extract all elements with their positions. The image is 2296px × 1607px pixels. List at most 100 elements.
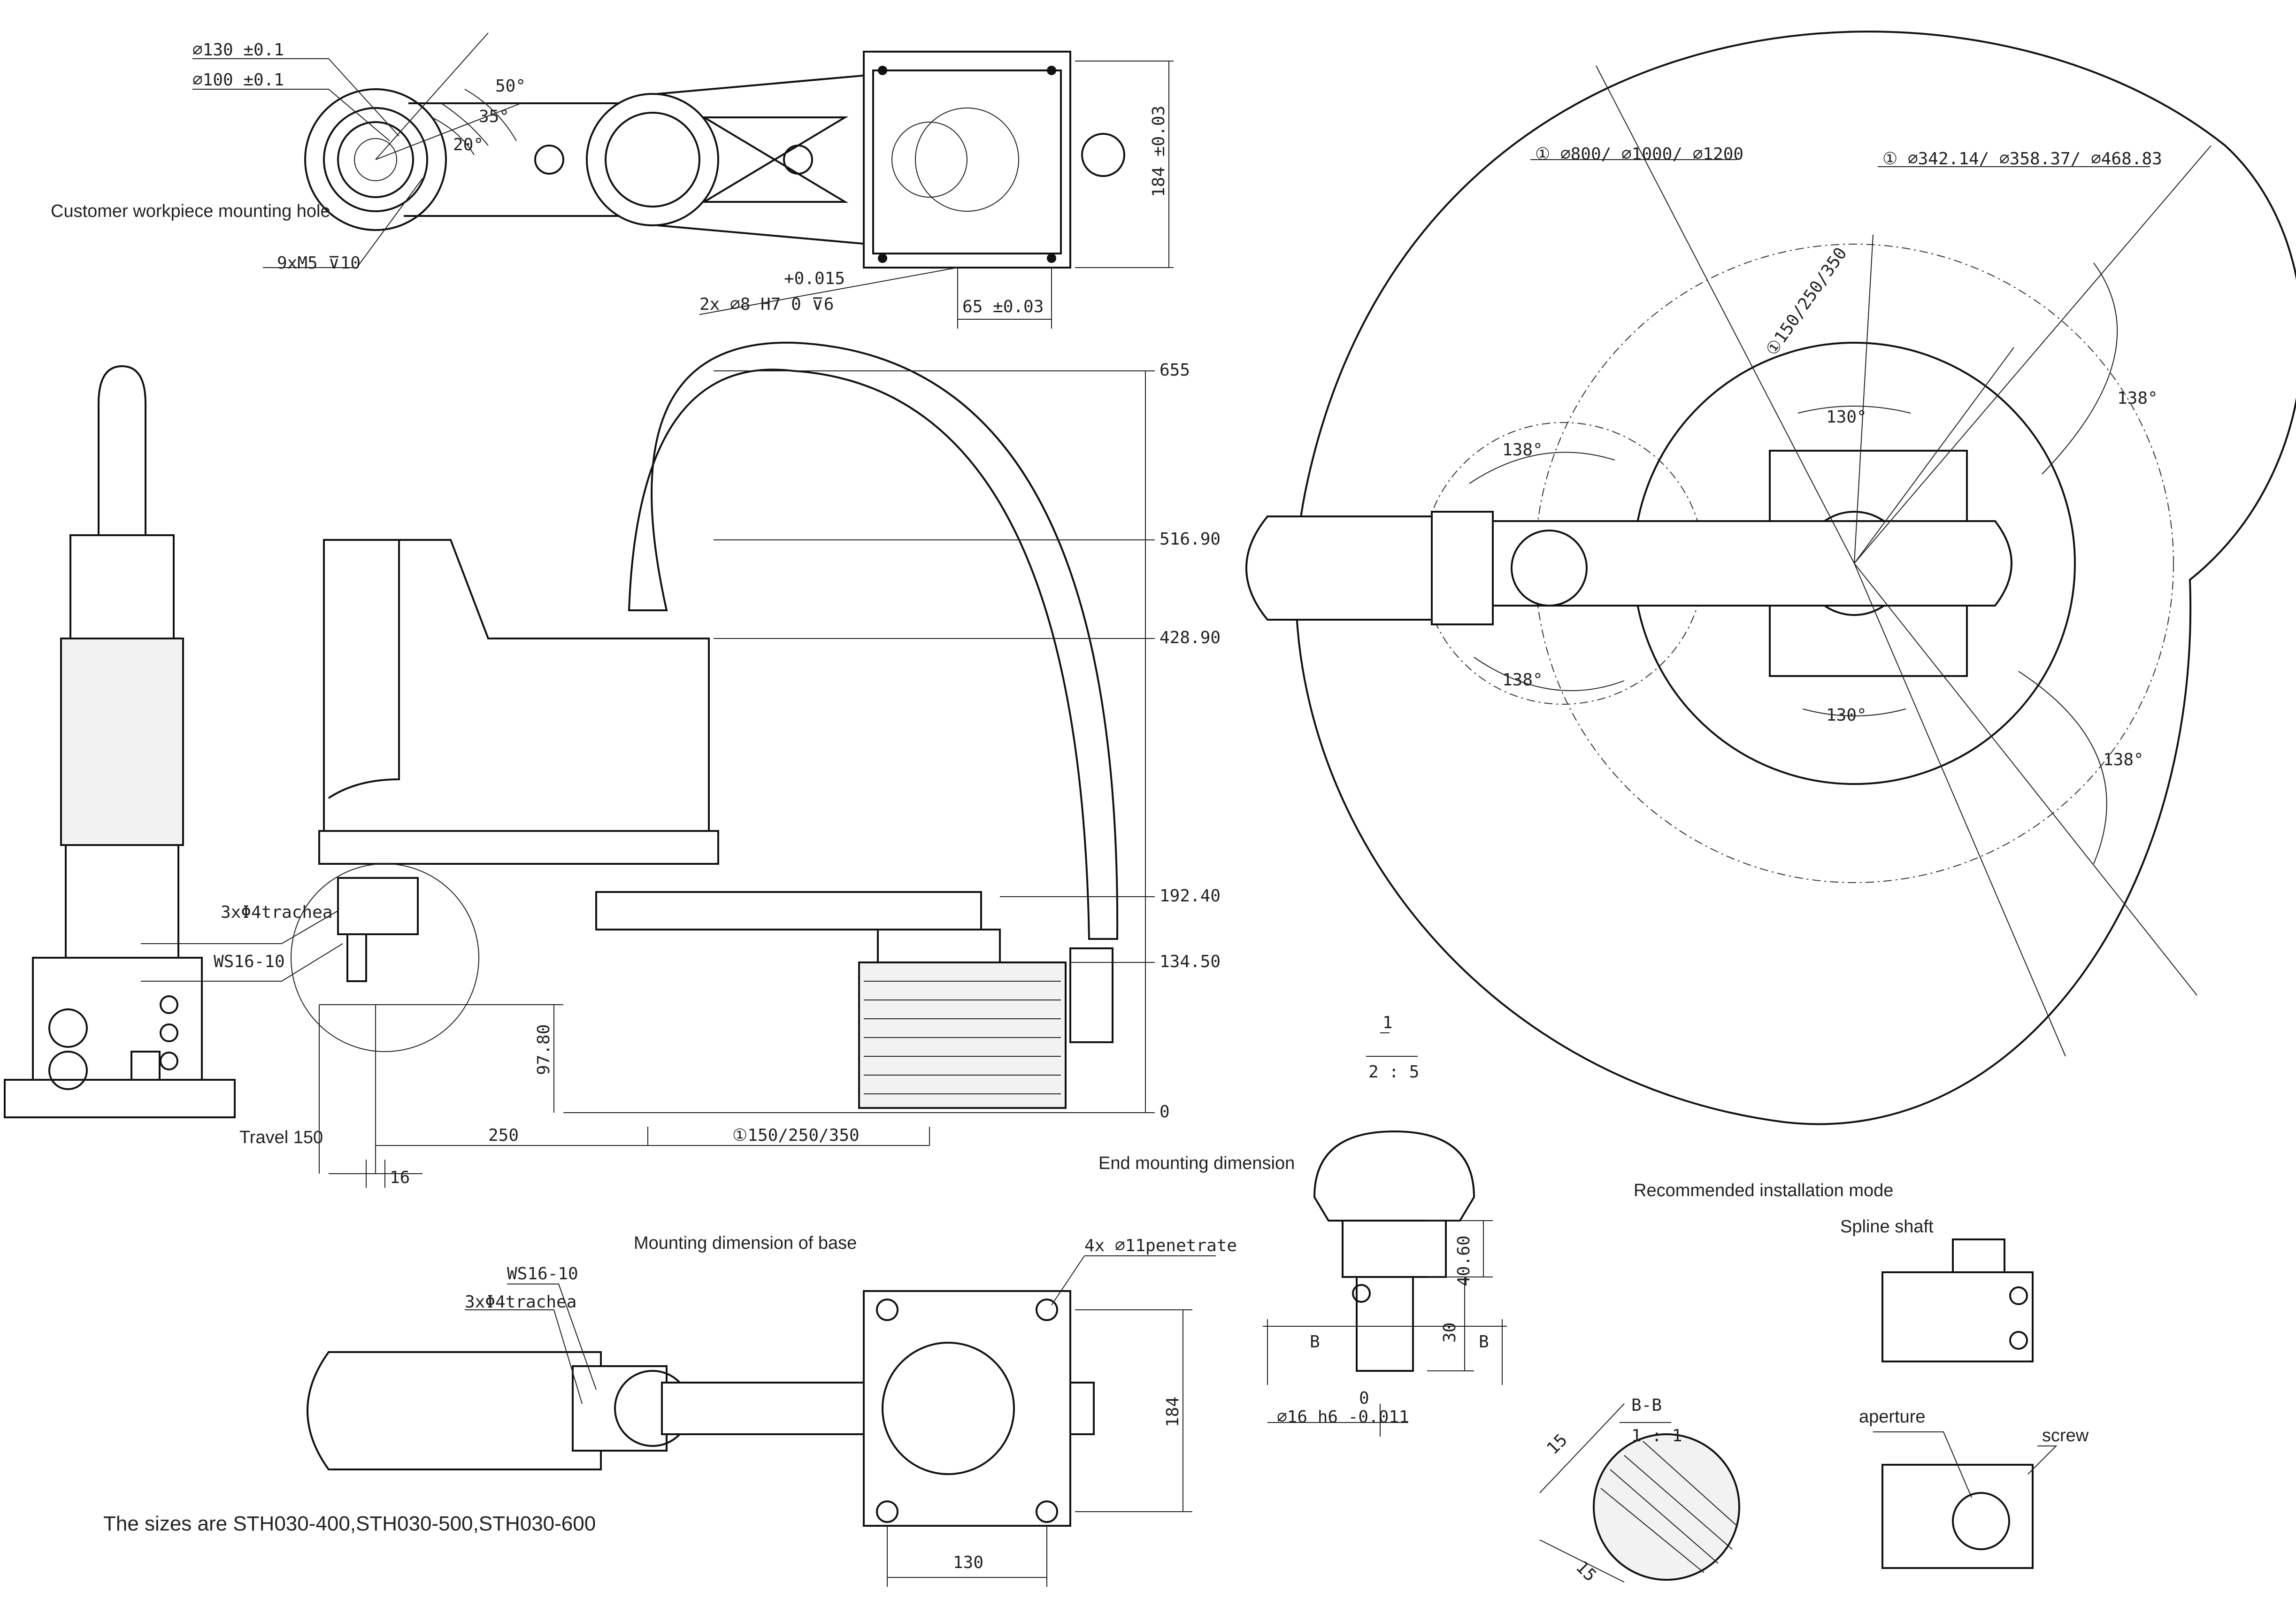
end-effector-top [1431,511,1494,625]
arm-housing [323,539,710,846]
mount-holes-label: 4x ∅11penetrate [1084,1236,1237,1255]
aperture-hole [1952,1492,2010,1550]
angle-130-upper: 130° [1826,408,1867,427]
angle-130-lower: 130° [1826,706,1867,725]
spline-housing [65,844,179,959]
pin-leader [699,267,958,315]
install-title: Recommended installation mode [1634,1181,1893,1200]
angle-35-label: 35° [479,107,509,126]
base-leaders [465,1284,597,1404]
height-4060-label: 40.60 [1454,1236,1474,1286]
thread-leader [263,178,423,268]
base-mounting-plate [863,1290,1071,1527]
thread-label: 9xM5 ⊽10 [277,254,361,273]
w65-label: 65 ±0.03 [962,297,1044,316]
dia100-label: ∅100 ±0.1 [192,70,284,90]
scale-fraction [1366,1032,1418,1057]
base-width-label: 130 [953,1553,983,1572]
section-line [1263,1319,1507,1385]
arm2-outline [404,102,620,217]
air-port [48,1051,88,1090]
width-16-label: 16 [390,1168,410,1187]
height-9780-label: 97.80 [534,1024,553,1075]
cable-hose [628,341,1119,940]
clamp-screw [2009,1331,2028,1350]
trachea-fitting [160,995,178,1014]
angle-50-label: 50° [495,77,526,96]
base-view: Mounting dimension of base 4x ∅11penetra… [307,1233,1237,1587]
h184-dim-line [1075,1309,1192,1512]
spline-nut [337,877,419,935]
base-view-title: Mounting dimension of base [634,1233,857,1253]
dia-leaders [192,58,399,141]
base-mounting-circle [882,1342,1015,1475]
travel-label: Travel 150 [239,1128,323,1147]
side-view: 655 516.90 428.90 192.40 134.50 0 97.80 … [4,341,1221,1188]
end-view: End mounting dimension 1 2 : 5 40.60 30 … [1098,1013,1740,1585]
arm1-joint-ring [605,112,700,208]
motor-cover [69,534,175,639]
cable-connector [1081,133,1125,177]
side-base-foot [4,1079,236,1118]
range-leaders [1530,159,2150,167]
work-envelope [1295,31,2296,1125]
end-flange-inner [337,121,414,198]
length-250-label: 250 [488,1126,519,1145]
arm1-joint-outline [586,93,719,226]
angle-138-lower-left: 138° [1502,670,1543,690]
height-0-label: 0 [1160,1102,1170,1122]
base-collar [877,929,1001,963]
base-hole-pattern [915,108,1019,212]
w130-dim-line [887,1526,1047,1587]
ws-label: WS16-10 [507,1264,578,1284]
base-corner-hole [1047,254,1056,263]
shaft-dim-line [1267,1404,1408,1437]
holes-leader [1051,1255,1216,1306]
scale-numerator: 1 [1382,1013,1393,1032]
end-screw [1352,1284,1371,1303]
outer-diameter-label: ① ∅800/ ∅1000/ ∅1200 [1535,145,1743,164]
section-dim-15b: 15 [1572,1557,1600,1585]
width16-dim-lines [329,1160,422,1188]
top-view: ∅130 ±0.1 ∅100 ±0.1 50° 35° 20° Customer… [51,32,1174,329]
base-corner-hole [878,254,887,263]
height-19240-label: 192.40 [1160,886,1221,906]
arm-housing-curve [328,540,400,799]
inner-rays [1854,234,2014,564]
base-arm2 [307,1351,602,1470]
base-corner-hole [1047,66,1056,75]
w65-dim-line [957,268,1052,329]
section-dims [1539,1403,1625,1583]
end-flange-outline [304,88,447,231]
h184-dim-line [1075,61,1174,268]
arm2-top [1245,515,1433,621]
arm1-top [1431,520,2012,607]
end-flange-ring [323,107,428,212]
trachea-label: 3xΦ4trachea [221,903,332,922]
height-42890-label: 428.90 [1160,628,1221,647]
angle-138-upper-right: 138° [2117,389,2158,408]
hose-connector [1069,947,1113,1043]
section-b-right: B [1479,1332,1489,1352]
length-dim-lines [319,1004,930,1174]
install-leaders [1873,1431,2058,1498]
clamp-screw [2009,1286,2028,1305]
spline-shaft [346,933,367,982]
workpiece-label: Customer workpiece mounting hole [51,201,330,221]
arm1-center-hole [783,145,813,175]
shaft-diameter-label: ∅16 h6 -0.011 [1277,1407,1409,1427]
detail-circle [291,863,479,1052]
pin-tolerance-label: +0.015 [784,269,845,288]
end-flange-bore [354,138,397,181]
trachea-label: 3xΦ4trachea [465,1292,576,1312]
section-bb-scale: 1 : 1 [1631,1426,1682,1446]
motor-body [60,638,184,846]
base-end-effector [572,1365,668,1452]
base-corner-hole [878,66,887,75]
end-height-dims [1427,1220,1493,1371]
section-b-left: B [1310,1332,1320,1352]
height-51690-label: 516.90 [1160,530,1221,549]
height-dim-lines [563,370,1155,1113]
air-port [48,1008,88,1048]
base-body [858,961,1067,1109]
